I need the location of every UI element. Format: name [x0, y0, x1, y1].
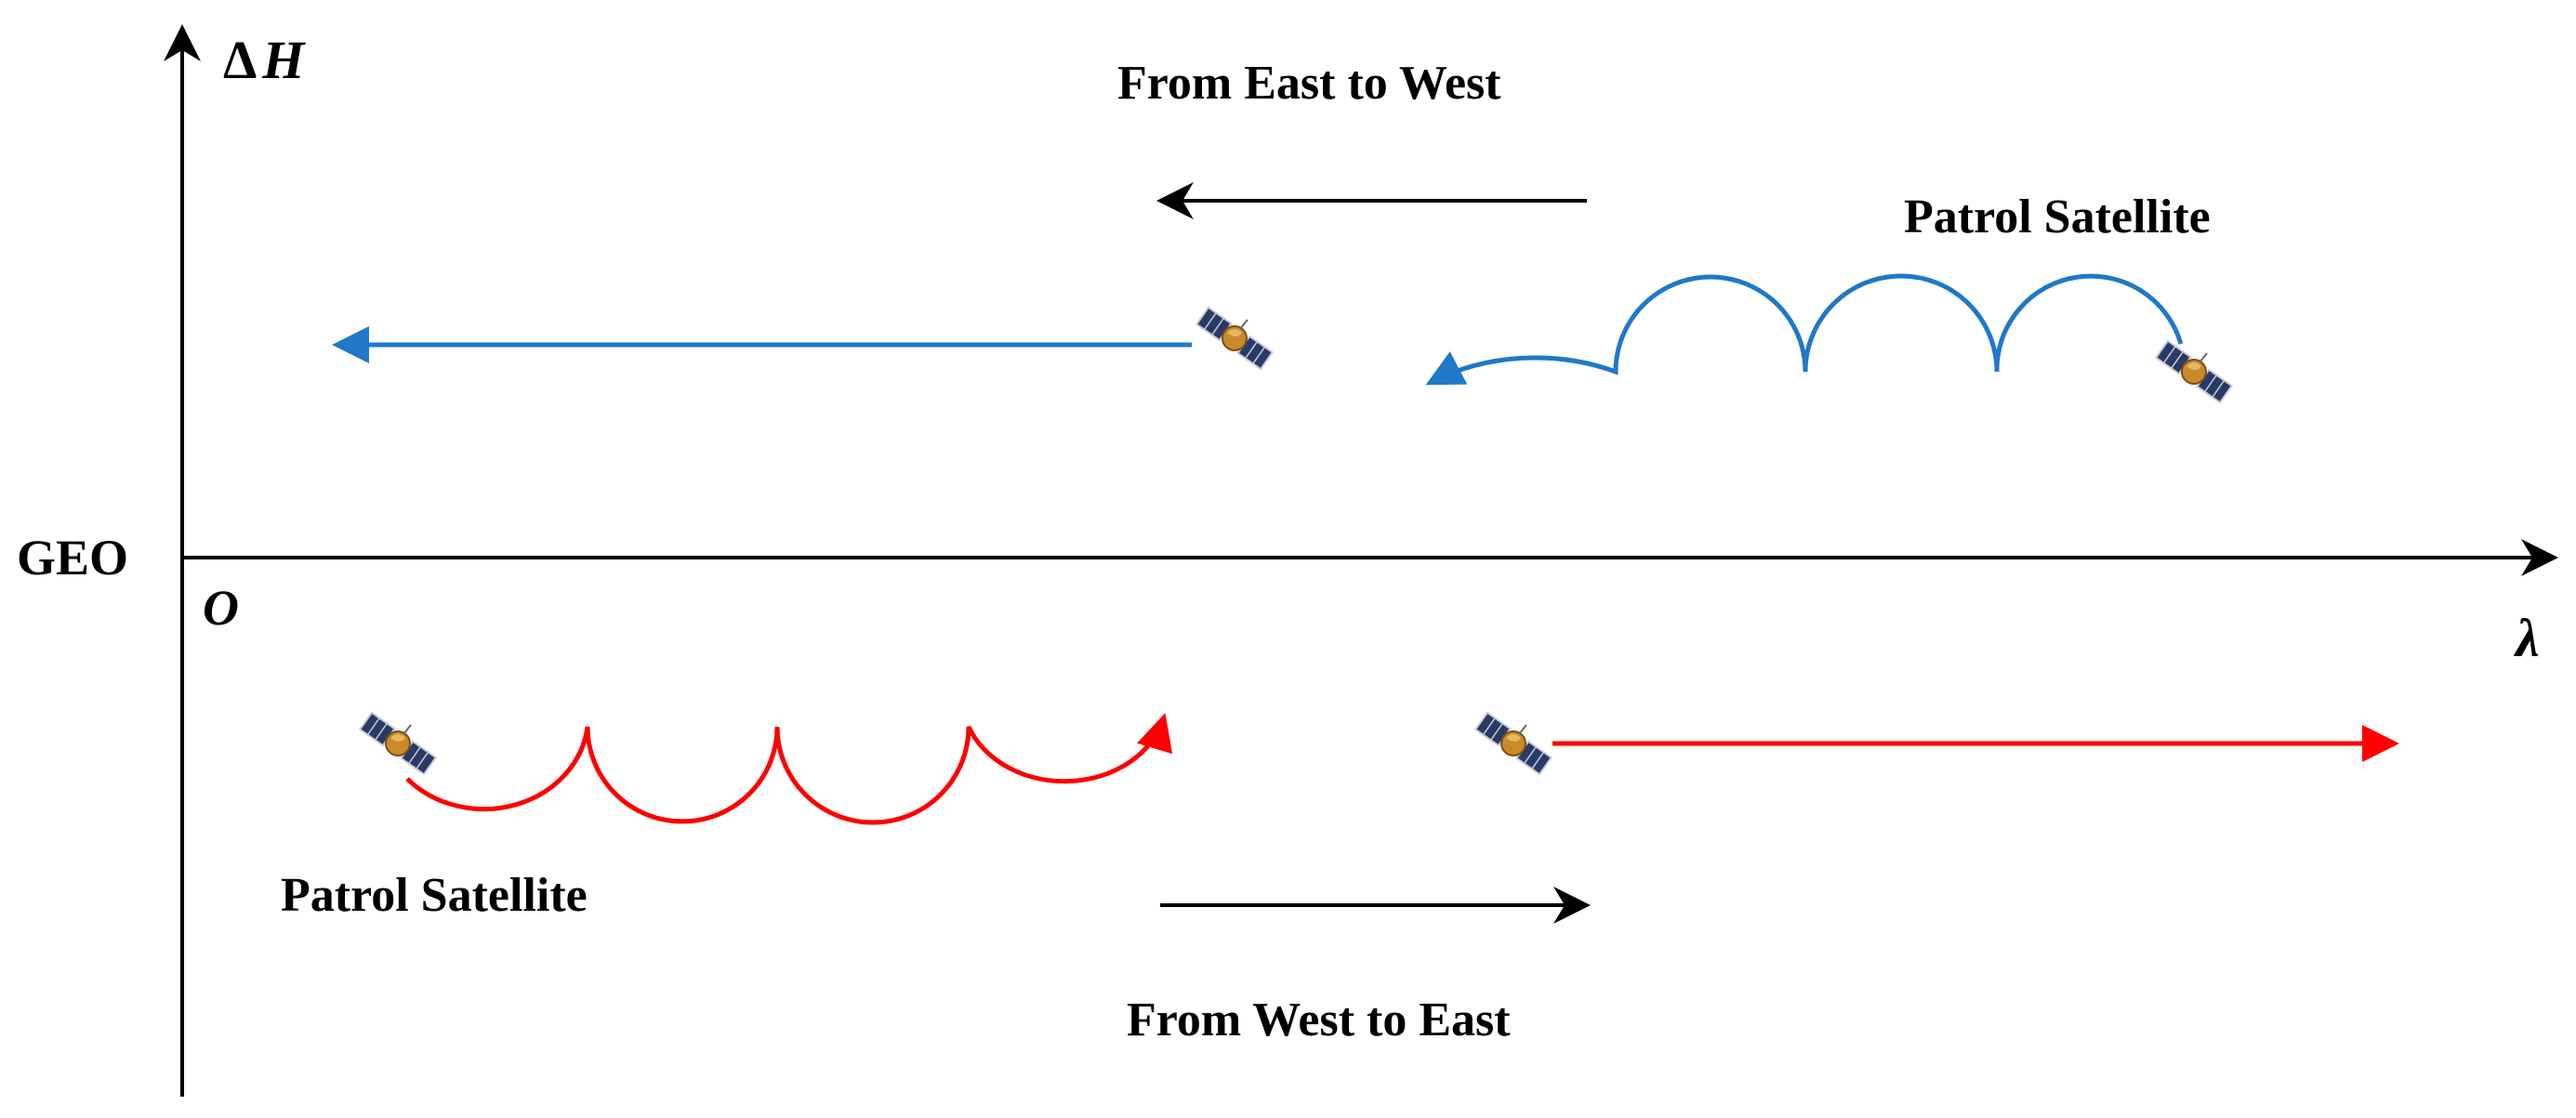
west-to-east-label: From West to East [1127, 993, 1511, 1046]
east-to-west-label: From East to West [1117, 57, 1501, 110]
top-patrol-satellite-label: Patrol Satellite [1904, 191, 2211, 243]
west-to-east-loop-trajectory [405, 713, 1173, 825]
geo-label: GEO [17, 530, 128, 585]
bottom-patrol-satellite-label: Patrol Satellite [281, 869, 588, 922]
satellite-icon [1195, 306, 1275, 371]
origin-label: O [203, 580, 239, 636]
satellite-icon [2154, 339, 2234, 404]
east-to-west-loop-trajectory [1425, 273, 2184, 386]
x-axis-label: λ [2514, 608, 2540, 668]
satellite-icon [358, 711, 438, 776]
satellite-icon [1473, 711, 1553, 776]
